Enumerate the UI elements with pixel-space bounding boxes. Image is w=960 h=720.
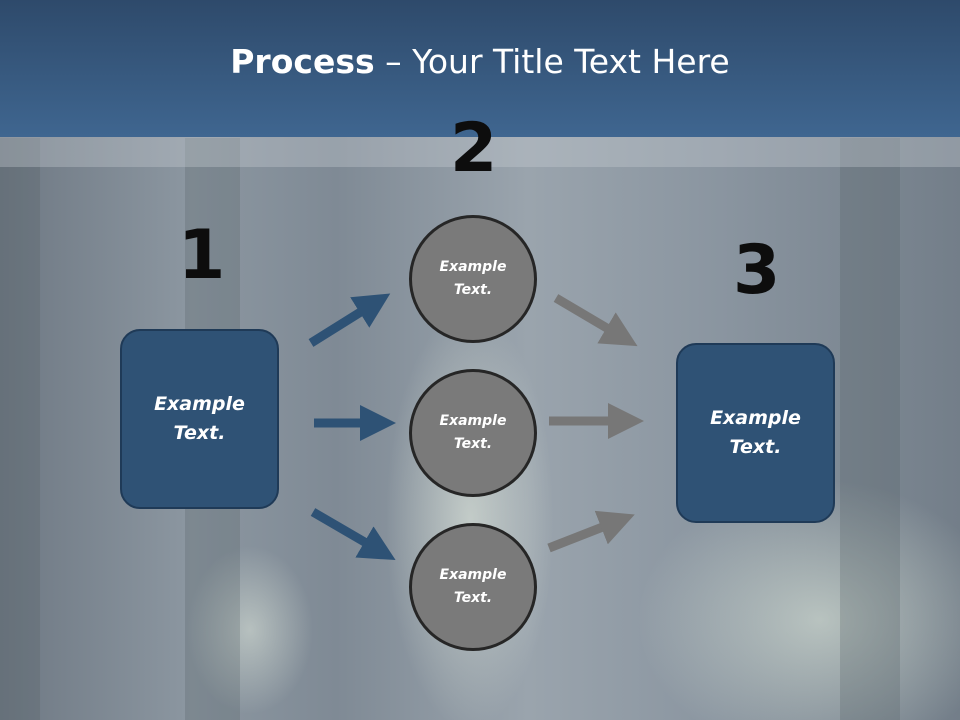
tree-trunk-right xyxy=(840,138,900,720)
title-bar: Process – Your Title Text Here xyxy=(0,0,960,137)
circle-middle-line1: Example xyxy=(439,413,507,429)
step-3-box-line1: Example xyxy=(710,407,801,429)
circle-top-line2: Text. xyxy=(453,282,493,298)
step-3-box-line2: Text. xyxy=(729,436,782,458)
slide-title: Process – Your Title Text Here xyxy=(230,42,729,81)
arrow-box1-to-circle-top xyxy=(308,293,391,347)
header-band xyxy=(0,137,960,167)
tree-trunk-left xyxy=(0,138,40,720)
arrow-circle-top-to-box3 xyxy=(553,294,638,347)
circle-bottom-line2: Text. xyxy=(453,590,493,606)
step-number-3: 3 xyxy=(733,231,781,310)
title-bold: Process xyxy=(230,42,375,81)
arrow-circle-bottom-to-box3 xyxy=(547,510,635,553)
step-number-1: 1 xyxy=(178,216,226,295)
circle-middle-line2: Text. xyxy=(453,436,493,452)
step-1-box-line1: Example xyxy=(154,393,245,415)
circle-top-line1: Example xyxy=(439,259,507,275)
circle-bottom-line1: Example xyxy=(439,567,507,583)
title-rest: – Your Title Text Here xyxy=(374,42,730,81)
step-1-box-line2: Text. xyxy=(173,422,226,444)
arrow-box1-to-circle-bottom xyxy=(310,508,396,561)
step-number-2: 2 xyxy=(450,109,498,188)
